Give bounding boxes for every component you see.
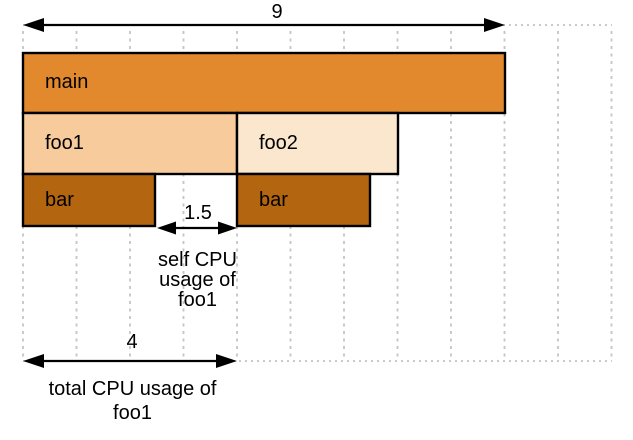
caption-self-cpu-usage: self CPU usage of foo1: [158, 249, 237, 311]
frame-label-bar-left: bar: [45, 189, 74, 211]
frame-label-bar-right: bar: [259, 189, 288, 211]
frame-bar-right: [235, 172, 372, 228]
caption-total-cpu-usage: total CPU usage of foo1: [48, 378, 217, 424]
arrow-total-foo1: [23, 354, 237, 368]
frame-bar-left: [21, 172, 157, 228]
frame-label-foo2: foo2: [259, 132, 298, 154]
frame-label-main: main: [45, 71, 89, 93]
measure-value-total-width: 9: [271, 1, 283, 23]
frame-label-foo1: foo1: [45, 132, 84, 154]
frame-main: [21, 51, 507, 115]
frames: [21, 51, 507, 228]
arrow-total-width: [23, 18, 505, 32]
measure-value-total-foo1: 4: [126, 331, 138, 353]
measure-value-self-foo1: 1.5: [184, 202, 212, 224]
arrow-self-foo1: [157, 221, 237, 235]
